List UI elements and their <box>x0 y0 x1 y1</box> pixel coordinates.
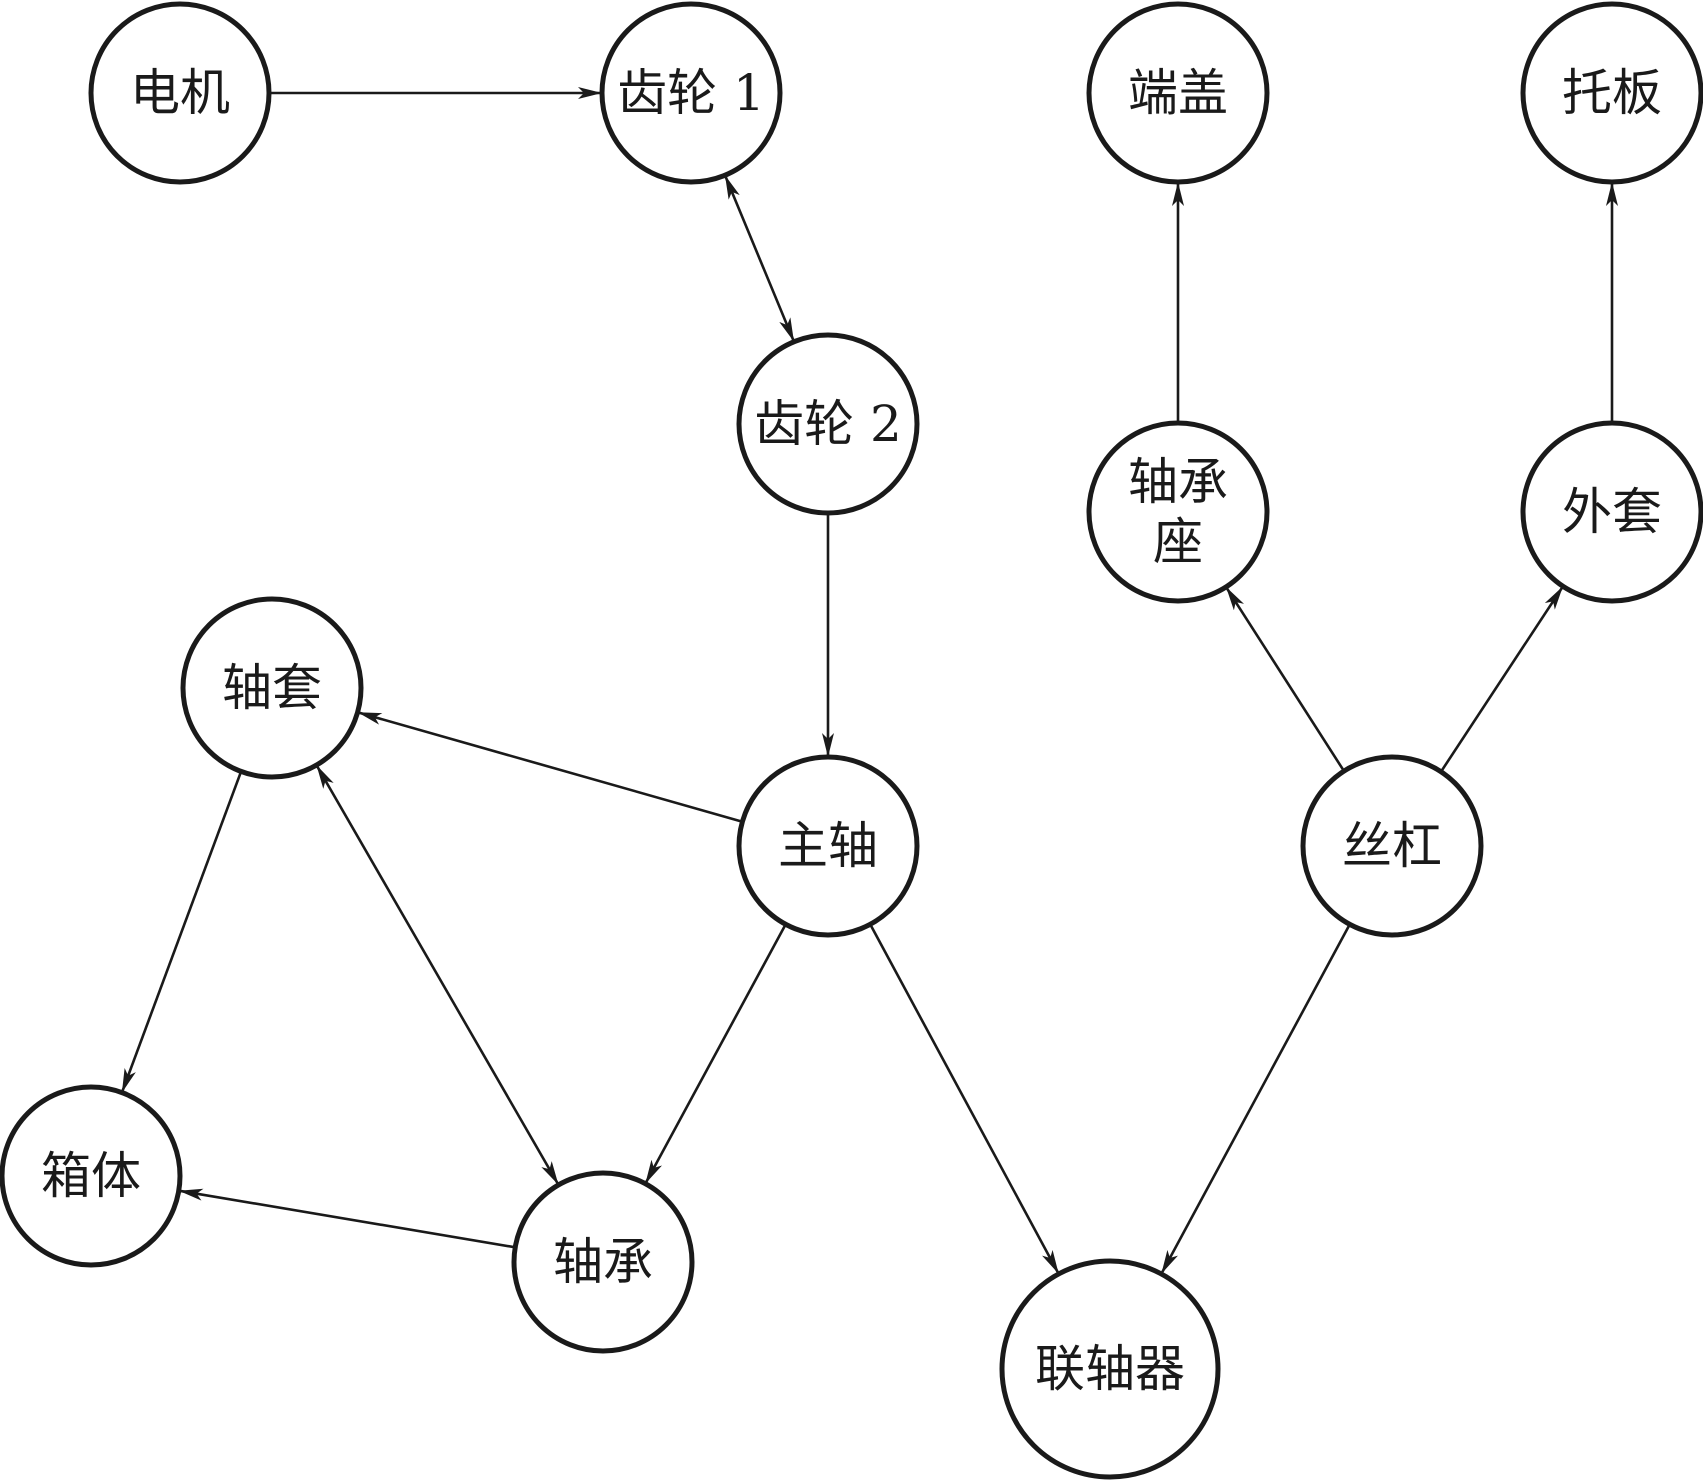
node-circle-end_cap <box>1086 1 1270 185</box>
node-circle-support_plate <box>1520 1 1703 185</box>
node-support_plate: 托板 <box>1520 1 1703 185</box>
node-end_cap: 端盖 <box>1086 1 1270 185</box>
node-housing: 箱体 <box>0 1084 183 1268</box>
node-spindle: 主轴 <box>736 754 920 938</box>
node-label-support_plate: 托板 <box>1562 64 1662 122</box>
node-circle-bearing_seat <box>1086 420 1270 604</box>
node-label-bearing_seat: 座 <box>1153 513 1203 571</box>
node-label-spindle: 主轴 <box>778 817 878 875</box>
edge-bearing-to-housing <box>178 1188 516 1249</box>
node-circle-coupling <box>999 1258 1221 1480</box>
node-gear1: 齿轮 1 <box>599 1 783 185</box>
node-label-bearing: 轴承 <box>553 1233 653 1291</box>
node-circle-motor <box>88 1 272 185</box>
node-label-motor: 电机 <box>130 64 230 122</box>
node-label-gear2: 齿轮 2 <box>754 395 902 453</box>
node-label-shaft_sleeve: 轴套 <box>222 659 322 717</box>
edge-spindle-to-coupling <box>869 923 1060 1275</box>
edge-shaft_sleeve-to-bearing <box>315 764 560 1186</box>
edges-layer <box>120 87 1618 1275</box>
node-label-end_cap: 端盖 <box>1128 64 1228 122</box>
node-label-bearing_seat: 轴承 <box>1128 453 1228 511</box>
node-label-coupling: 联轴器 <box>1035 1340 1185 1398</box>
node-coupling: 联轴器 <box>999 1258 1221 1480</box>
node-circle-gear2 <box>736 332 920 516</box>
node-circle-bearing <box>511 1170 695 1354</box>
edge-lead_screw-to-bearing_seat <box>1224 586 1346 772</box>
node-circle-housing <box>0 1084 183 1268</box>
edge-gear1-to-gear2 <box>723 174 796 343</box>
node-gear2: 齿轮 2 <box>736 332 920 516</box>
node-circle-spindle <box>736 754 920 938</box>
node-label-housing: 箱体 <box>41 1147 141 1205</box>
node-lead_screw: 丝杠 <box>1300 754 1484 938</box>
edge-lead_screw-to-coupling <box>1160 923 1351 1275</box>
node-outer_sleeve: 外套 <box>1520 420 1703 604</box>
node-label-gear1: 齿轮 1 <box>617 64 765 122</box>
node-bearing: 轴承 <box>511 1170 695 1354</box>
node-bearing_seat: 轴承座 <box>1086 420 1270 604</box>
node-circle-outer_sleeve <box>1520 420 1703 604</box>
edge-shaft_sleeve-to-housing <box>120 770 243 1094</box>
node-circle-gear1 <box>599 1 783 185</box>
node-label-outer_sleeve: 外套 <box>1562 483 1662 541</box>
node-circle-shaft_sleeve <box>180 596 364 780</box>
edge-lead_screw-to-outer_sleeve <box>1439 585 1565 773</box>
edge-spindle-to-bearing <box>644 923 787 1185</box>
node-motor: 电机 <box>88 1 272 185</box>
node-label-lead_screw: 丝杠 <box>1342 817 1442 875</box>
node-shaft_sleeve: 轴套 <box>180 596 364 780</box>
node-circle-lead_screw <box>1300 754 1484 938</box>
edge-spindle-to-shaft_sleeve <box>357 711 743 823</box>
